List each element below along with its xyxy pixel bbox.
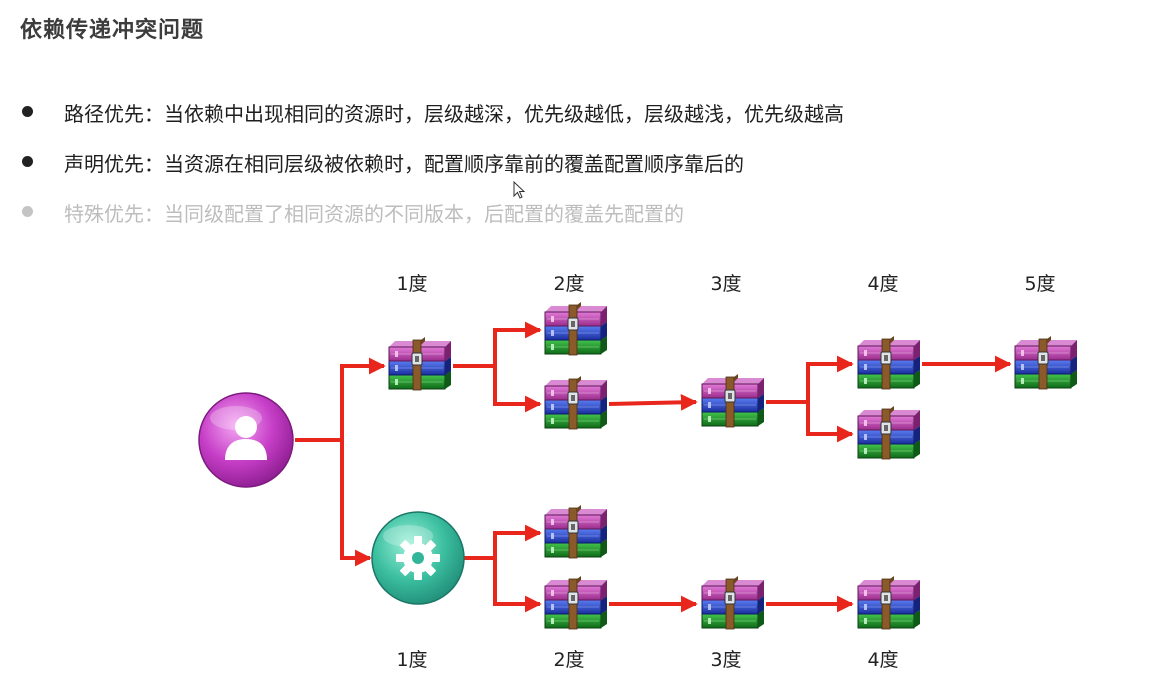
user-root-node bbox=[198, 392, 294, 488]
arrow-settings-to-b2-b bbox=[493, 558, 542, 613]
degree-label-bottom-2: 2度 bbox=[553, 649, 584, 671]
archive-package-icon bbox=[1014, 336, 1077, 390]
arrow-user-to-settings bbox=[340, 440, 372, 567]
degree-label-top-3: 3度 bbox=[710, 273, 741, 295]
archive-package-icon bbox=[388, 337, 451, 391]
archive-package-icon bbox=[857, 576, 920, 630]
archive-package-icon bbox=[544, 505, 607, 559]
degree-label-top-1: 1度 bbox=[396, 273, 427, 295]
degree-label-top-4: 4度 bbox=[867, 273, 898, 295]
archive-package-icon bbox=[701, 576, 764, 630]
archive-package-icon bbox=[544, 576, 607, 630]
bullet-dot-icon bbox=[22, 156, 33, 167]
rule-text: 特殊优先：当同级配置了相同资源的不同版本，后配置的覆盖先配置的 bbox=[64, 202, 684, 226]
arrow-l3-to-l4-a bbox=[766, 355, 854, 404]
gear-icon bbox=[396, 536, 440, 580]
mouse-cursor-icon bbox=[513, 181, 525, 199]
arrow-settings-to-b2-a bbox=[464, 524, 542, 560]
archive-package-icon bbox=[544, 376, 607, 430]
archive-package-icon bbox=[857, 336, 920, 390]
bullet-dot-icon bbox=[22, 206, 33, 217]
rule-text: 声明优先：当资源在相同层级被依赖时，配置顺序靠前的覆盖配置顺序靠后的 bbox=[64, 152, 744, 176]
user-icon bbox=[225, 416, 267, 460]
arrow-l1-to-l2-a bbox=[453, 321, 542, 368]
archive-package-icon bbox=[701, 374, 764, 428]
dependency-arrows bbox=[295, 321, 1012, 613]
arrow-l3-to-l4-b bbox=[806, 402, 854, 443]
degree-label-top-2: 2度 bbox=[553, 273, 584, 295]
bullet-dot-icon bbox=[22, 106, 33, 117]
arrow-user-to-l1-pkg bbox=[295, 357, 386, 442]
degree-label-top-5: 5度 bbox=[1024, 273, 1055, 295]
archive-package-icon bbox=[857, 406, 920, 460]
arrow-l2-to-l3 bbox=[608, 393, 698, 411]
arrow-l1-to-l2-b bbox=[493, 366, 542, 413]
degree-label-bottom-3: 3度 bbox=[710, 649, 741, 671]
archive-package-icon bbox=[544, 302, 607, 356]
degree-label-bottom-1: 1度 bbox=[396, 649, 427, 671]
settings-node bbox=[371, 511, 465, 605]
degree-label-bottom-4: 4度 bbox=[867, 649, 898, 671]
page-title: 依赖传递冲突问题 bbox=[20, 18, 205, 43]
rule-text: 路径优先：当依赖中出现相同的资源时，层级越深，优先级越低，层级越浅，优先级越高 bbox=[64, 102, 844, 126]
